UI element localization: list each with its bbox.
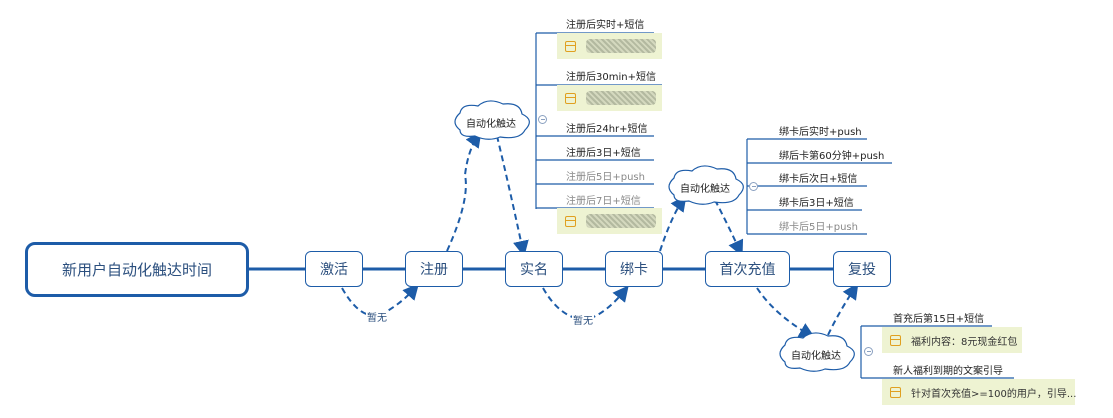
register-item[interactable]: 注册后7日+短信 (566, 196, 641, 207)
note-icon (565, 92, 576, 104)
edge-cloud-firstcharge (714, 199, 744, 257)
root-topic-label: 新用户自动化触达时间 (61, 261, 212, 279)
register-note[interactable] (557, 85, 662, 111)
collapse-toggle-register[interactable] (538, 115, 547, 124)
note-icon (890, 386, 901, 398)
bindcard-item[interactable]: 绑卡后实时+push (779, 127, 862, 138)
blurred-note-text (586, 214, 656, 228)
firstcharge-item[interactable]: 首充后第15日+短信 (893, 314, 985, 325)
collapse-toggle-bindcard[interactable] (749, 182, 758, 191)
stage-bindcard[interactable]: 绑卡 (605, 251, 663, 287)
stage-label: 复投 (848, 262, 876, 278)
stage-reinvest[interactable]: 复投 (833, 251, 891, 287)
firstcharge-note[interactable]: 针对首次充值>=100的用户，引导... (882, 379, 1077, 405)
register-note[interactable] (557, 208, 662, 234)
stage-label: 注册 (420, 262, 448, 278)
stage-realname[interactable]: 实名 (505, 251, 563, 287)
cloud-shape-register (454, 100, 530, 140)
edge-register-cloud (446, 131, 482, 252)
note-text: 针对首次充值>=100的用户，引导... (911, 388, 1077, 400)
bindcard-item[interactable]: 绑卡后3日+短信 (779, 198, 854, 209)
edge-bindcard-cloud (659, 195, 687, 252)
cloud-shape-bindcard (668, 165, 744, 205)
register-item[interactable]: 注册后3日+短信 (566, 148, 641, 159)
stage-firstcharge[interactable]: 首次充值 (705, 251, 790, 287)
bindcard-item[interactable]: 绑卡后5日+push (779, 222, 858, 233)
register-item[interactable]: 注册后实时+短信 (566, 20, 645, 31)
cloud-label-bindcard[interactable]: 自动化触达 (680, 184, 730, 195)
stage-label: 实名 (520, 262, 548, 278)
register-item[interactable]: 注册后5日+push (566, 172, 645, 183)
cloud-label-register[interactable]: 自动化触达 (466, 119, 516, 130)
firstcharge-item[interactable]: 新人福利到期的文案引导 (893, 366, 1003, 377)
register-note[interactable] (557, 33, 662, 59)
edge-cloud-realname (496, 135, 529, 257)
note-icon (565, 40, 576, 52)
blurred-note-text (586, 91, 656, 105)
note-icon (890, 334, 901, 346)
cloud-label-firstcharge[interactable]: 自动化触达 (791, 351, 841, 362)
edge-label-realname-bindcard: 暂无 (572, 312, 594, 327)
register-item[interactable]: 注册后24hr+短信 (566, 124, 648, 135)
bindcard-item[interactable]: 绑后卡第60分钟+push (779, 151, 885, 162)
cloud-shape-firstcharge (779, 332, 855, 372)
bindcard-branch-lines (746, 138, 892, 235)
stage-label: 激活 (320, 262, 348, 278)
edge-firstcharge-cloud (756, 287, 816, 338)
blurred-note-text (586, 39, 656, 53)
stage-register[interactable]: 注册 (405, 251, 463, 287)
note-text: 福利内容：8元现金红包 (911, 336, 1018, 348)
edge-label-activate-register: 暂无 (366, 309, 388, 324)
stage-activate[interactable]: 激活 (305, 251, 363, 287)
register-item[interactable]: 注册后30min+短信 (566, 72, 656, 83)
edge-cloud-reinvest (827, 283, 859, 336)
firstcharge-branch-lines (860, 325, 1014, 379)
stage-label: 首次充值 (719, 262, 776, 278)
collapse-toggle-firstcharge[interactable] (864, 347, 873, 356)
note-icon (565, 215, 576, 227)
stage-label: 绑卡 (620, 262, 648, 278)
root-topic[interactable]: 新用户自动化触达时间 (25, 242, 249, 297)
bindcard-item[interactable]: 绑卡后次日+短信 (779, 174, 858, 185)
firstcharge-note[interactable]: 福利内容：8元现金红包 (882, 327, 1022, 353)
